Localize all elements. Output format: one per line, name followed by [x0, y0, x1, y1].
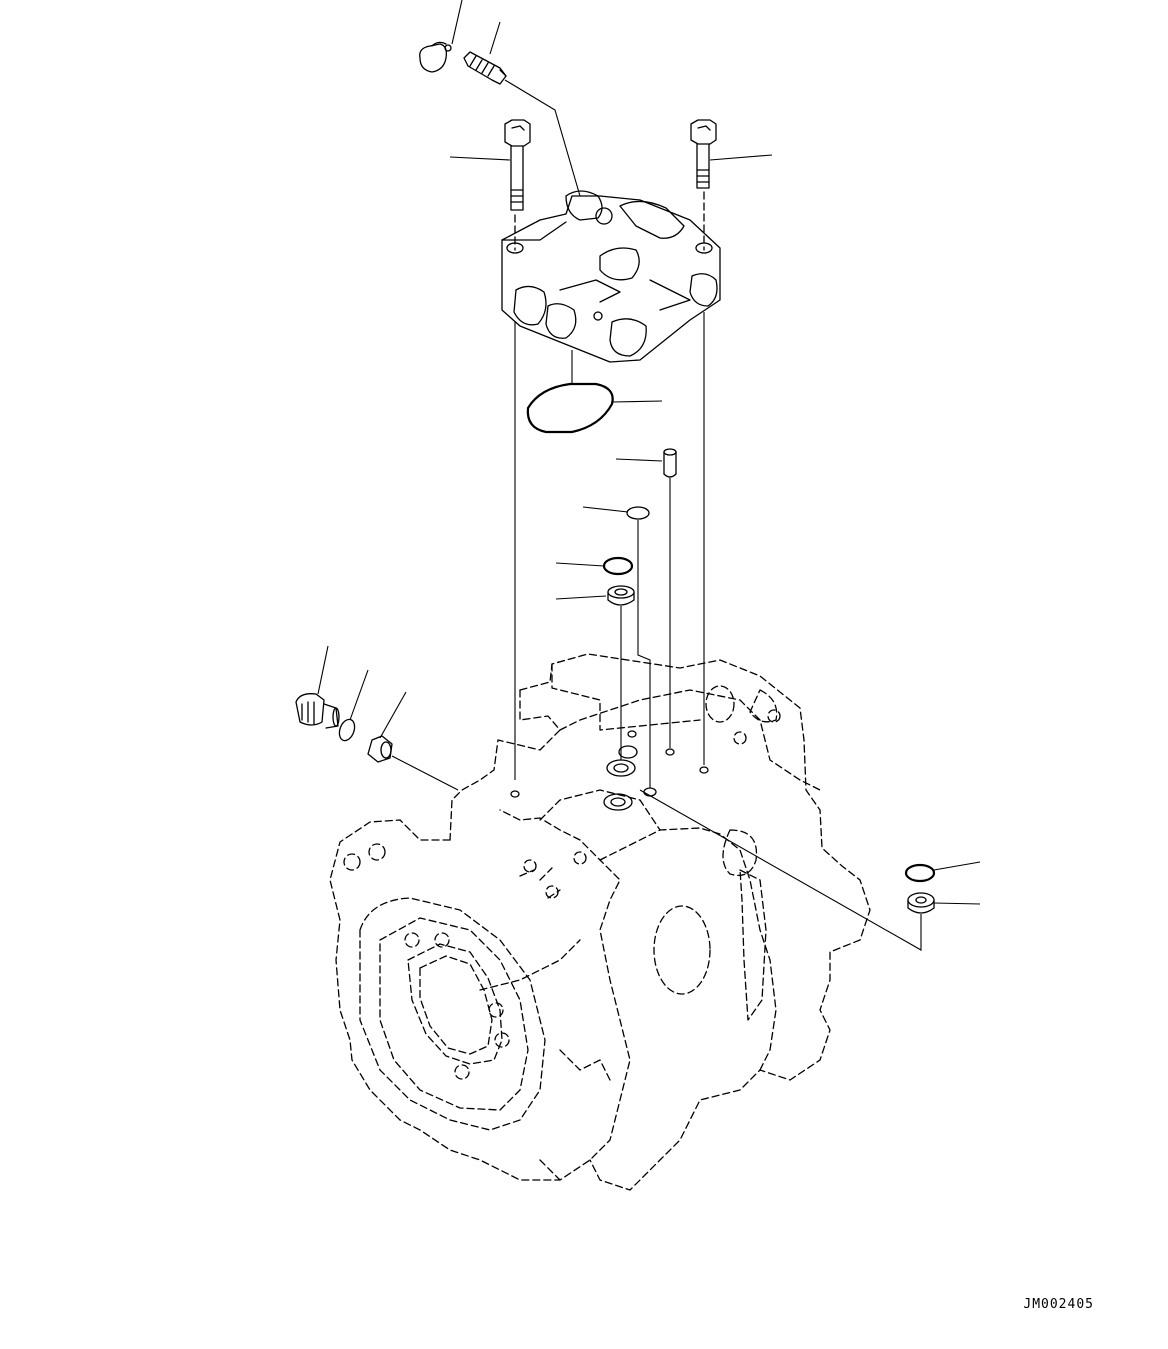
drawing-id-label: JM002405	[1023, 1297, 1094, 1312]
sensor-part	[463, 51, 507, 85]
leader-line	[582, 506, 629, 513]
o-ring-small	[626, 506, 650, 520]
housing-ports	[510, 730, 709, 811]
valve-block	[501, 190, 721, 363]
leader-line	[317, 645, 329, 695]
leader-line	[451, 0, 463, 45]
leader-line	[555, 595, 607, 600]
gasket	[526, 382, 614, 434]
leader-line	[489, 21, 501, 55]
plug	[295, 693, 340, 729]
pump-housing	[329, 653, 871, 1191]
o-ring	[602, 556, 634, 576]
leader-line	[504, 79, 581, 197]
leader-line	[611, 400, 663, 403]
o-ring-right	[904, 863, 936, 883]
cap-part	[419, 41, 452, 73]
bushing-right	[907, 892, 935, 914]
leader-line	[933, 861, 981, 871]
leader-line	[449, 156, 511, 161]
pin	[663, 448, 677, 478]
bolt-right	[690, 119, 717, 189]
sleeve	[367, 735, 393, 763]
alignment-line	[639, 789, 922, 951]
leader-line	[555, 562, 605, 567]
alignment-line	[637, 520, 651, 788]
bolt-left	[504, 119, 531, 211]
leader-line	[709, 154, 773, 161]
bushing	[607, 585, 635, 606]
alignment-line	[391, 755, 459, 791]
o-ring-plug	[338, 718, 356, 742]
leader-line	[379, 691, 407, 739]
leader-line	[615, 458, 663, 462]
leader-line	[349, 669, 369, 721]
leader-line	[933, 902, 981, 905]
